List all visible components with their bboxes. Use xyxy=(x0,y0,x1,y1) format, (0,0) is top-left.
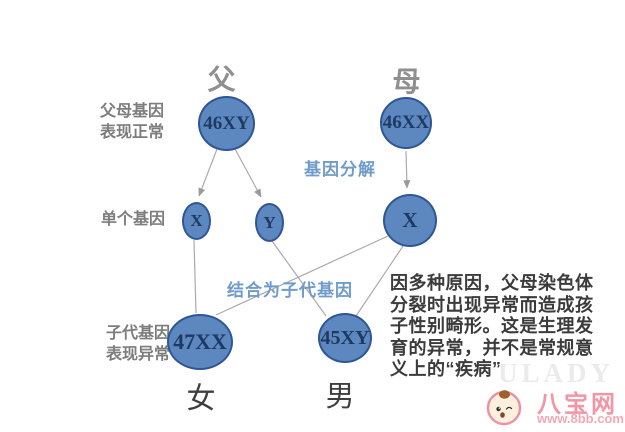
brand-name: 八宝网 xyxy=(537,391,618,418)
mother-genome-value: 46XX xyxy=(382,112,430,133)
baby-face-icon xyxy=(486,390,522,426)
description-line: 因多种原因，父母染色体 xyxy=(390,273,594,293)
gene-x-father-node: X xyxy=(182,202,211,240)
mother-title: 母 xyxy=(392,66,422,97)
combine-annotation: 结合为子代基因 xyxy=(227,281,353,300)
child-male-node: 45XY xyxy=(318,313,372,363)
father-title: 父 xyxy=(207,64,237,95)
parents-gene-label: 父母基因 表现正常 xyxy=(100,101,164,143)
offspring-gene-label: 子代基因 表现异常 xyxy=(106,323,170,365)
mother-genome-node: 46XX xyxy=(380,97,432,149)
description-line: 子性别畸形。这是生理发 xyxy=(390,316,594,336)
single-gene-label: 单个基因 xyxy=(101,211,166,228)
description-paragraph: 因多种原因，父母染色体 分裂时出现异常而造成孩 子性别畸形。这是生理发 育的异常… xyxy=(390,273,594,381)
gene-y-father-value: Y xyxy=(263,212,276,232)
father-genome-node: 46XY xyxy=(198,96,255,151)
offspring-gene-label-line2: 表现异常 xyxy=(106,346,171,363)
gene-x-father-value: X xyxy=(190,211,203,230)
male-label: 男 xyxy=(325,381,355,413)
parents-gene-label-line2: 表现正常 xyxy=(100,124,165,141)
brand-url: www.8bb.com xyxy=(537,411,624,426)
parents-gene-label-line1: 父母基因 xyxy=(100,103,165,120)
description-line: 分裂时出现异常而造成孩 xyxy=(390,294,594,315)
offspring-gene-label-line1: 子代基因 xyxy=(106,325,171,342)
child-male-value: 45XY xyxy=(320,326,370,349)
gene-x-mother-value: X xyxy=(402,208,418,232)
father-genome-value: 46XY xyxy=(203,112,250,134)
description-line: 义上的“疾病” xyxy=(390,359,502,379)
gene-x-mother-node: X xyxy=(383,194,437,247)
child-female-value: 47XX xyxy=(173,329,227,354)
faint-watermark-text: ULADY xyxy=(498,358,615,388)
description-line: 育的异常，并不是常规意 xyxy=(390,337,594,358)
child-female-node: 47XX xyxy=(167,314,233,370)
gene-y-father-node: Y xyxy=(255,203,284,242)
female-label: 女 xyxy=(186,383,216,415)
gene-split-annotation: 基因分解 xyxy=(304,160,376,179)
